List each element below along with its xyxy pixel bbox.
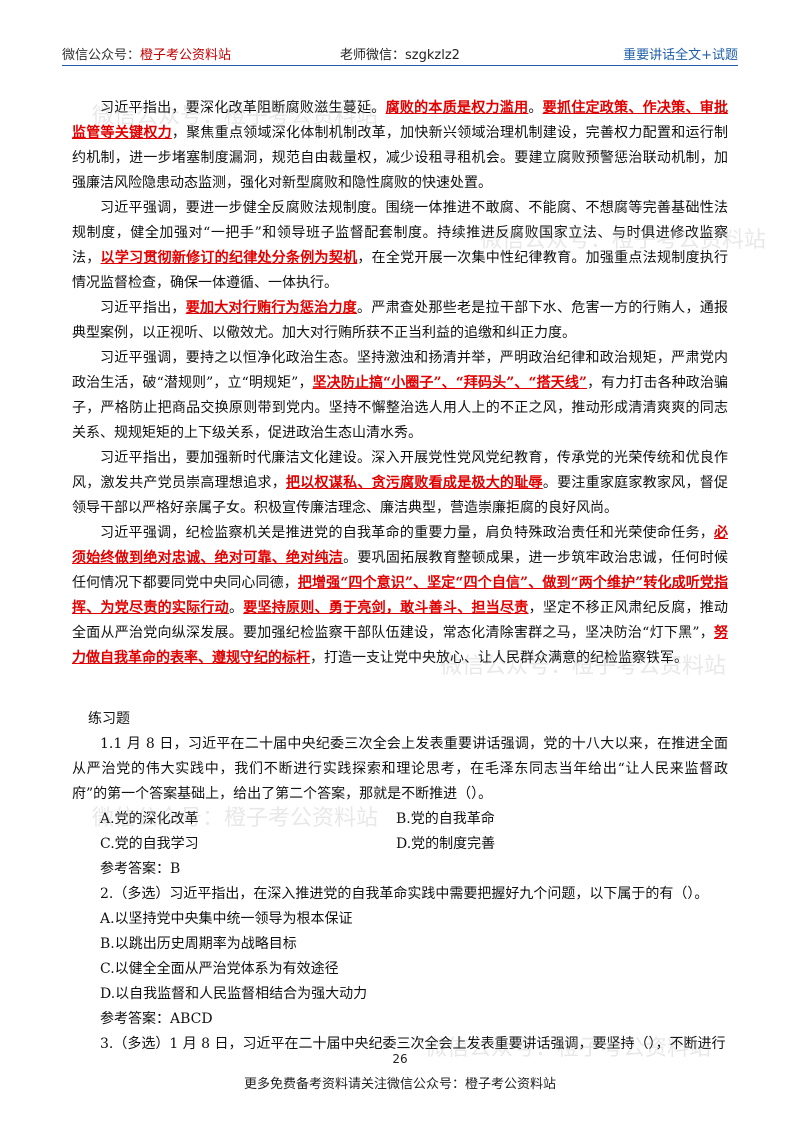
highlighted-phrase: 要坚持原则、勇于亮剑，敢斗善斗、担当尽责 [243, 600, 529, 616]
highlighted-phrase: 要加大对行贿行为惩治力度 [185, 300, 358, 316]
question-3: 3.（多选）1 月 8 日，习近平在二十届中央纪委三次全会上发表重要讲话强调，要… [100, 1036, 726, 1052]
speech-paragraph: 习近平强调，纪检监察机关是推进党的自我革命的重要力量，肩负特殊政治责任和光荣使命… [72, 521, 728, 671]
question-1-options-row-2: C.党的自我学习 D.党的制度完善 [100, 832, 728, 857]
question-1-options-row-1: A.党的深化改革 B.党的自我革命 [100, 807, 728, 832]
speech-paragraphs: 习近平指出，要深化改革阻断腐败滋生蔓延。腐败的本质是权力滥用。要抓住定政策、作决… [72, 96, 728, 671]
highlighted-phrase: 要抓住定政策、作决策、审批监管等关键权力 [72, 100, 729, 141]
question-2-answer: 参考答案：ABCD [100, 1011, 213, 1027]
paragraph-text: 习近平指出， [100, 300, 186, 316]
paragraph-text: ，打造一支让党中央放心、让人民群众满意的纪检监察铁军。 [310, 650, 688, 666]
paragraph-text: 。 [528, 100, 543, 116]
paragraph-text: 。要注重家庭家教家风，督促领导干部以严格好亲属子女。积极宣传廉洁理念、廉洁典型，… [72, 475, 729, 516]
paragraph-text: ，有力打击各种政治骗子，严格防止把商品交换原则带到党内。坚持不懈整治选人用人上的… [72, 375, 728, 441]
question-2-option-d: D.以自我监督和人民监督相结合为强大动力 [100, 986, 368, 1002]
paragraph-text: 习近平强调，要进一步健全反腐败法规制度。围绕一体推进不敢腐、不能腐、不想腐等完善… [72, 200, 728, 266]
header-center: 老师微信：szgkzlz2 [340, 48, 460, 63]
header-left-label: 微信公众号： [62, 48, 141, 63]
page-number: 26 [392, 1052, 408, 1066]
page-footer: 更多免费备考资料请关注微信公众号：橙子考公资料站 [243, 1077, 556, 1092]
question-1-answer: 参考答案：B [100, 861, 181, 877]
highlighted-phrase: 坚决防止搞“小圈子”、“拜码头”、“搭天线” [312, 375, 587, 391]
question-1-option-a: A.党的深化改革 [100, 811, 199, 827]
header-left: 微信公众号：橙子考公资料站 [62, 44, 231, 63]
paragraph-text: 习近平指出，要深化改革阻断腐败滋生蔓延。 [100, 100, 386, 116]
paragraph-text: ，坚定不移正风肃纪反腐，推动全面从严治党向纵深发展。要加强纪检监察干部队伍建设，… [72, 600, 729, 641]
speech-paragraph: 习近平指出，要加大对行贿行为惩治力度。严肃查处那些老是拉干部下水、危害一方的行贿… [72, 296, 728, 346]
exercise-heading: 练习题 [88, 711, 130, 727]
question-2-option-b: B.以跳出历史周期率为战略目标 [100, 936, 297, 952]
paragraph-text: 习近平强调，纪检监察机关是推进党的自我革命的重要力量，肩负特殊政治责任和光荣使命… [100, 525, 714, 541]
question-1-option-b: B.党的自我革命 [396, 811, 495, 827]
highlighted-phrase: 以学习贯彻新修订的纪律处分条例为契机 [100, 250, 358, 266]
question-2: 2.（多选）习近平指出，在深入推进党的自我革命实践中需要把握好九个问题，以下属于… [100, 886, 709, 902]
highlighted-phrase: 努力做自我革命的表率、遵规守纪的标杆 [72, 625, 728, 666]
document-body: 习近平指出，要深化改革阻断腐败滋生蔓延。腐败的本质是权力滥用。要抓住定政策、作决… [72, 96, 728, 1057]
question-1-option-c: C.党的自我学习 [100, 836, 199, 852]
highlighted-phrase: 把以权谋私、贪污腐败看成是极大的耻辱 [286, 475, 543, 491]
paragraph-text: 。严肃查处那些老是拉干部下水、危害一方的行贿人，通报典型案例，以正视听、以儆效尤… [72, 300, 729, 341]
paragraph-text: 。要巩固拓展教育整顿成果，进一步筑牢政治忠诚，任何时候任何情况下都要同党中央同心… [72, 550, 729, 591]
speech-paragraph: 习近平强调，要持之以恒净化政治生态。坚持激浊和扬清并举，严明政治纪律和政治规矩，… [72, 346, 728, 446]
page-header: 微信公众号：橙子考公资料站 老师微信：szgkzlz2 重要讲话全文+试题 [62, 40, 738, 64]
highlighted-phrase: 腐败的本质是权力滥用 [385, 100, 529, 116]
question-2-option-c: C.以健全全面从严治党体系为有效途径 [100, 961, 339, 977]
header-right: 重要讲话全文+试题 [623, 48, 738, 63]
speech-paragraph: 习近平指出，要加强新时代廉洁文化建设。深入开展党性党风党纪教育，传承党的光荣传统… [72, 446, 728, 521]
speech-paragraph: 习近平指出，要深化改革阻断腐败滋生蔓延。腐败的本质是权力滥用。要抓住定政策、作决… [72, 96, 728, 196]
question-2-option-a: A.以坚持党中央集中统一领导为根本保证 [100, 911, 353, 927]
question-1-option-d: D.党的制度完善 [396, 836, 496, 852]
highlighted-phrase: 必须始终做到绝对忠诚、绝对可靠、绝对纯洁 [72, 525, 728, 566]
header-divider [62, 65, 738, 66]
paragraph-text: ，在全党开展一次集中性纪律教育。加强重点法规制度执行情况监督检查，确保一体遵循、… [72, 250, 729, 291]
speech-paragraph: 习近平强调，要进一步健全反腐败法规制度。围绕一体推进不敢腐、不能腐、不想腐等完善… [72, 196, 728, 296]
header-account-name: 橙子考公资料站 [140, 48, 232, 63]
paragraph-text: ，聚焦重点领域深化体制机制改革，加快新兴领域治理机制建设，完善权力配置和运行制约… [72, 125, 729, 191]
question-1: 1.1 月 8 日，习近平在二十届中央纪委三次全会上发表重要讲话强调，党的十八大… [72, 736, 728, 802]
highlighted-phrase: 把增强“四个意识”、坚定“四个自信”、做到“两个维护”转化成听党指挥、为党尽责的… [72, 575, 728, 616]
paragraph-text: 。 [228, 600, 244, 616]
paragraph-text: 习近平强调，要持之以恒净化政治生态。坚持激浊和扬清并举，严明政治纪律和政治规矩，… [72, 350, 728, 391]
paragraph-text: 习近平指出，要加强新时代廉洁文化建设。深入开展党性党风党纪教育，传承党的光荣传统… [72, 450, 728, 491]
